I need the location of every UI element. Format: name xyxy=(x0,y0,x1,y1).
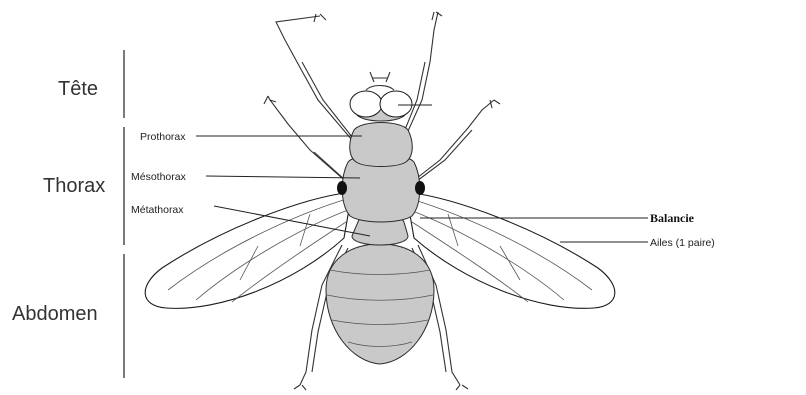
right-halter xyxy=(415,181,425,195)
abdomen-segment xyxy=(326,244,434,364)
region-label-abdomen: Abdomen xyxy=(12,303,98,325)
label-metathorax: Métathorax xyxy=(131,204,184,216)
antennae xyxy=(370,72,390,82)
foot-mark-right-bottom xyxy=(456,385,468,390)
head-top xyxy=(366,86,394,91)
left-eye xyxy=(350,91,382,117)
mid-right-leg xyxy=(408,100,494,185)
left-halter xyxy=(337,181,347,195)
label-balancier: Balancie xyxy=(650,211,695,225)
label-mesothorax: Mésothorax xyxy=(131,171,187,183)
foot-mark-left-bottom xyxy=(294,385,306,390)
foot-mark-left-top xyxy=(314,14,326,22)
leader-mesothorax xyxy=(206,176,360,178)
front-left-leg xyxy=(276,16,352,140)
right-eye xyxy=(380,91,412,117)
mid-left-leg xyxy=(268,96,350,185)
region-label-thorax: Thorax xyxy=(43,175,105,197)
label-prothorax: Prothorax xyxy=(140,131,186,143)
prothorax-segment xyxy=(350,123,413,167)
foot-mark-left-mid xyxy=(264,96,276,104)
foot-mark-right-mid xyxy=(490,100,500,108)
label-ailes: Ailes (1 paire) xyxy=(650,237,715,249)
region-label-tete: Tête xyxy=(58,78,98,100)
front-left-leg-inner xyxy=(302,62,356,142)
